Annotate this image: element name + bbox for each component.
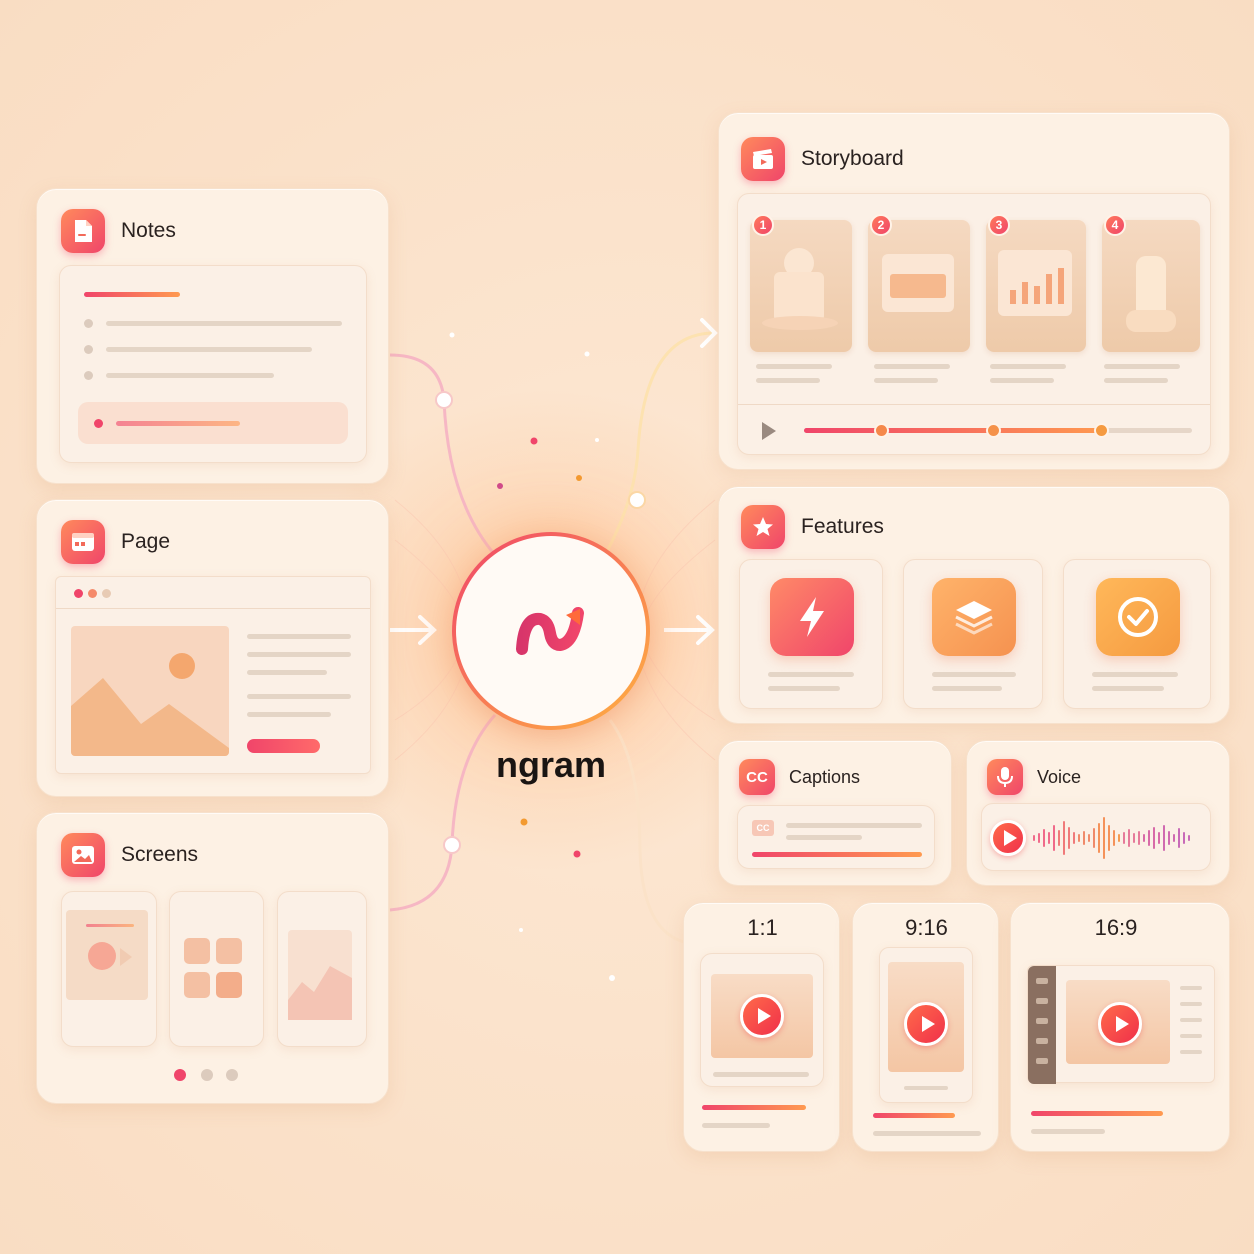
storyboard-frame-4[interactable] bbox=[1102, 220, 1200, 352]
lightning-icon bbox=[770, 578, 854, 656]
storyboard-frame-1[interactable] bbox=[750, 220, 852, 352]
voice-play-button[interactable] bbox=[990, 820, 1026, 856]
notes-highlight-row bbox=[78, 402, 348, 444]
page-card[interactable]: Page bbox=[36, 499, 389, 797]
screens-pagination[interactable] bbox=[174, 1067, 244, 1081]
check-circle-icon bbox=[1096, 578, 1180, 656]
format-label-widescreen: 16:9 bbox=[1094, 915, 1138, 940]
captions-card[interactable]: CC Captions CC bbox=[718, 740, 952, 886]
document-icon bbox=[61, 209, 105, 253]
storyboard-title: Storyboard bbox=[801, 147, 904, 170]
page-cta-button bbox=[247, 739, 320, 753]
storyboard-panel: 1 2 3 bbox=[737, 193, 1211, 455]
feature-slot-1[interactable] bbox=[739, 559, 883, 709]
caption-progress bbox=[752, 852, 922, 857]
star-icon bbox=[741, 505, 785, 549]
voice-waveform-panel bbox=[981, 803, 1211, 871]
notes-card[interactable]: Notes bbox=[36, 188, 389, 484]
widescreen-video-play-button[interactable] bbox=[1098, 1002, 1142, 1046]
voice-title: Voice bbox=[1037, 766, 1082, 787]
storyboard-card[interactable]: Storyboard 1 2 bbox=[718, 112, 1230, 470]
screen-thumbnail-3[interactable] bbox=[277, 891, 367, 1047]
ngram-hub[interactable] bbox=[452, 532, 650, 730]
clapperboard-icon bbox=[741, 137, 785, 181]
timeline-play-button[interactable] bbox=[762, 422, 776, 440]
image-icon bbox=[61, 833, 105, 877]
captions-preview: CC bbox=[737, 805, 935, 869]
voice-card[interactable]: Voice bbox=[966, 740, 1230, 886]
captions-title: Captions bbox=[789, 766, 861, 787]
frame-badge-3: 3 bbox=[988, 214, 1010, 236]
notes-heading-line bbox=[84, 292, 180, 297]
vertical-video-play-button[interactable] bbox=[904, 1002, 948, 1046]
cc-chip: CC bbox=[752, 820, 774, 836]
feature-slot-3[interactable] bbox=[1063, 559, 1211, 709]
format-label-square: 1:1 bbox=[747, 915, 778, 940]
square-video-play-button[interactable] bbox=[740, 994, 784, 1038]
format-label-vertical: 9:16 bbox=[905, 915, 948, 940]
storyboard-timeline[interactable] bbox=[804, 423, 1192, 438]
storyboard-frame-2[interactable] bbox=[868, 220, 970, 352]
format-card-square[interactable]: 1:1 bbox=[683, 902, 840, 1152]
ngram-logo-icon bbox=[516, 607, 584, 655]
page-browser-mockup bbox=[55, 576, 371, 774]
notes-title: Notes bbox=[121, 219, 176, 242]
browser-window-icon bbox=[61, 520, 105, 564]
microphone-icon bbox=[987, 759, 1023, 795]
notes-document bbox=[59, 265, 367, 463]
features-title: Features bbox=[801, 515, 884, 538]
screens-title: Screens bbox=[121, 843, 199, 866]
feature-slot-2[interactable] bbox=[903, 559, 1043, 709]
page-title: Page bbox=[121, 530, 171, 553]
closed-captions-icon: CC bbox=[739, 759, 775, 795]
screen-thumbnail-2[interactable] bbox=[169, 891, 264, 1047]
screens-card[interactable]: Screens bbox=[36, 812, 389, 1104]
features-card[interactable]: Features bbox=[718, 486, 1230, 724]
frame-badge-4: 4 bbox=[1104, 214, 1126, 236]
brand-name: ngram bbox=[495, 744, 607, 785]
landscape-image-icon bbox=[71, 626, 229, 756]
frame-badge-2: 2 bbox=[870, 214, 892, 236]
layers-icon bbox=[932, 578, 1016, 656]
screen-thumbnail-1[interactable] bbox=[61, 891, 157, 1047]
waveform-icon bbox=[1033, 817, 1190, 859]
frame-badge-1: 1 bbox=[752, 214, 774, 236]
format-card-vertical[interactable]: 9:16 bbox=[852, 902, 999, 1152]
film-strip bbox=[1028, 966, 1056, 1084]
format-card-widescreen[interactable]: 16:9 bbox=[1010, 902, 1230, 1152]
storyboard-frame-3[interactable] bbox=[986, 220, 1086, 352]
